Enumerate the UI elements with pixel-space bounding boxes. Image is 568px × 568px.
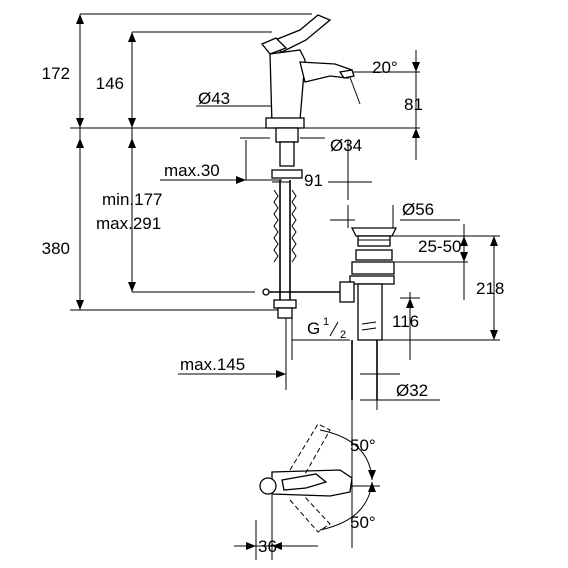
label-146: 146	[96, 74, 124, 93]
faucet-side-view	[260, 14, 355, 179]
label-36: 36	[258, 537, 277, 556]
label-25-50: 25-50	[418, 237, 461, 256]
label-max-291: max.291	[96, 214, 161, 233]
supply-hose	[262, 180, 348, 319]
label-angle-20: 20°	[372, 58, 398, 77]
label-diameter-56: Ø56	[402, 200, 434, 219]
label-218: 218	[476, 279, 504, 298]
label-116: 116	[392, 312, 419, 331]
label-172: 172	[42, 64, 70, 83]
label-diameter-43: Ø43	[198, 89, 230, 108]
waste-assembly	[339, 227, 398, 400]
label-thread-denominator: 2	[340, 329, 346, 341]
dimension-labels: 172 146 20° Ø43 81 Ø34 max.30 91 Ø56 min…	[42, 58, 505, 556]
label-diameter-34: Ø34	[330, 136, 362, 155]
label-81: 81	[404, 95, 423, 114]
label-angle-50-bottom: 50°	[350, 513, 376, 532]
label-min-177: min.177	[102, 190, 162, 209]
label-thread-numerator: 1	[323, 316, 329, 328]
label-angle-50-top: 50°	[350, 436, 376, 455]
label-91: 91	[304, 171, 323, 190]
label-max-30: max.30	[164, 161, 220, 180]
label-thread-g: G	[307, 319, 320, 338]
label-max-145: max.145	[180, 355, 245, 374]
faucet-top-view	[259, 423, 380, 533]
label-diameter-32: Ø32	[396, 381, 428, 400]
label-380: 380	[42, 239, 70, 258]
arrowheads	[76, 14, 498, 550]
